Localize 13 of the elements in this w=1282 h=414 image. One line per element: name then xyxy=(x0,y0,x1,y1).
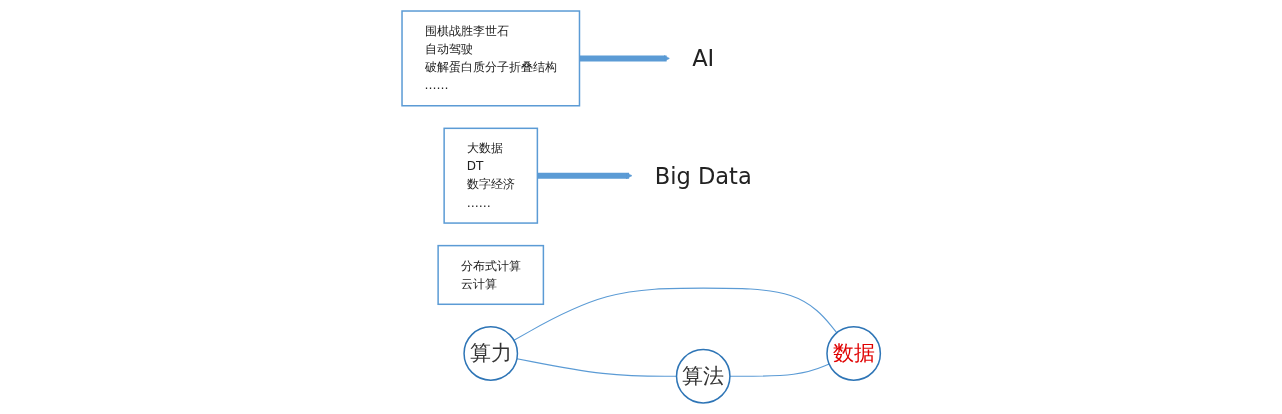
arrow xyxy=(537,172,633,179)
node-text: AI xyxy=(691,45,715,72)
node-text: Big Data xyxy=(654,162,752,189)
node-circle: 数据 xyxy=(826,326,881,381)
arrow xyxy=(579,55,670,62)
node-circle: 算法 xyxy=(675,348,731,404)
connector xyxy=(513,287,838,341)
connector xyxy=(729,363,830,377)
node-box: 大数据 DT 数字经济 …… xyxy=(443,127,538,224)
node-circle: 算力 xyxy=(463,326,518,381)
connector xyxy=(516,358,677,377)
node-box: 分布式计算 云计算 xyxy=(437,244,544,306)
node-box: 围棋战胜李世石 自动驾驶 破解蛋白质分子折叠结构 …… xyxy=(401,10,581,107)
